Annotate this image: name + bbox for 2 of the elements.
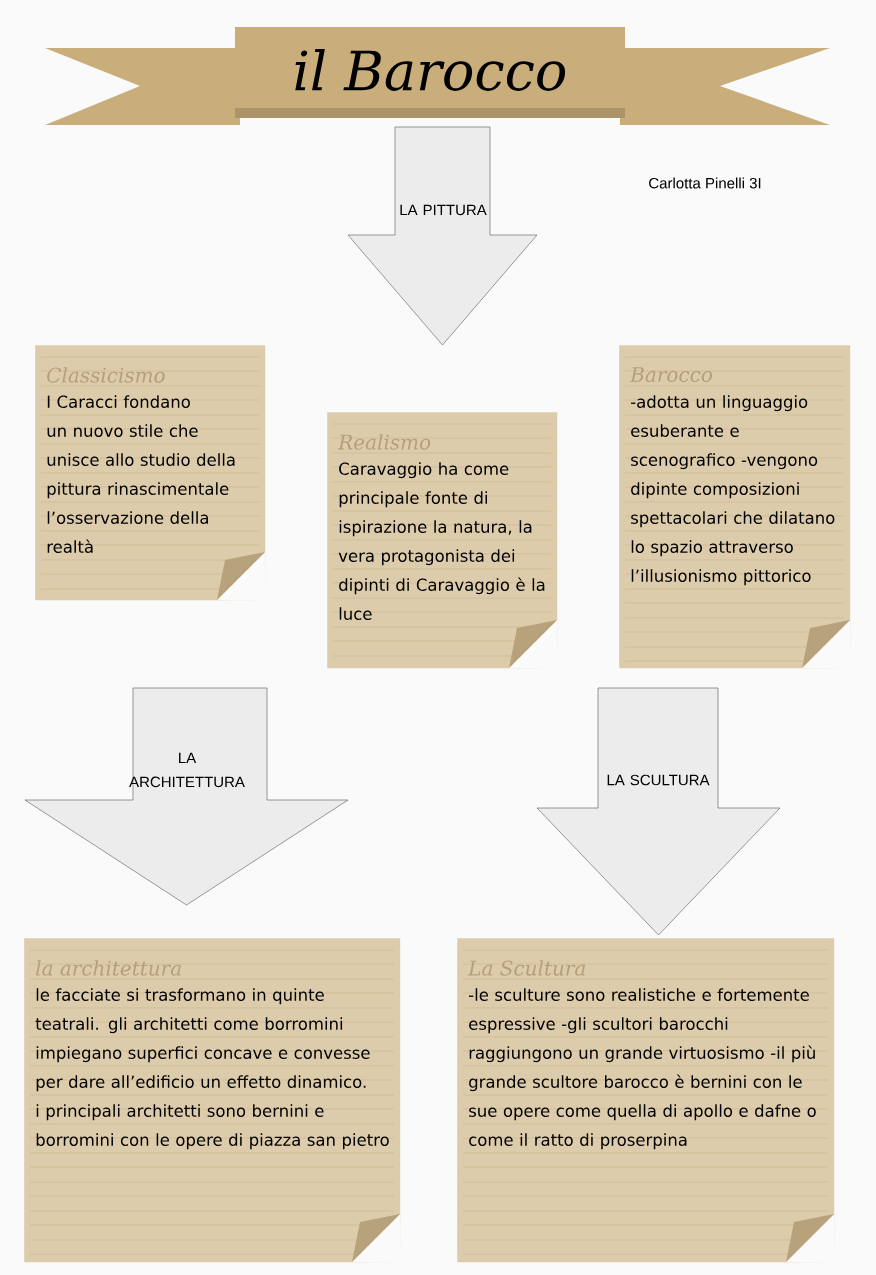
author-name: Carlotta Pinelli 3I bbox=[649, 177, 761, 189]
title-banner: il Barocco bbox=[45, 27, 830, 125]
